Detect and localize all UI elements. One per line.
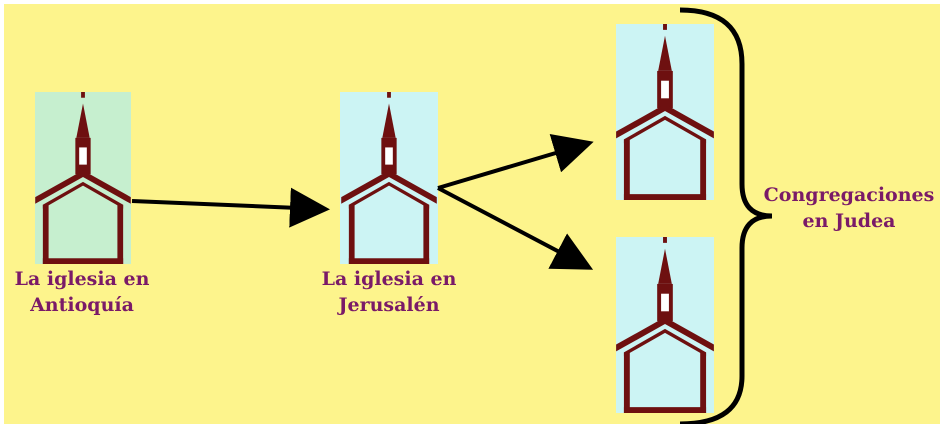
arrow-antioquia-to-jerusalen	[131, 187, 330, 228]
church-judea-bottom	[616, 237, 714, 413]
arrow-jerusalen-to-judea-bottom	[437, 186, 594, 270]
label-judea-line1: Congregaciones	[763, 184, 935, 206]
connections	[131, 7, 773, 424]
arrow-jerusalen-to-judea-top	[437, 133, 594, 190]
right-brace-icon	[679, 7, 773, 424]
label-antioquia-line1: La iglesia en	[14, 268, 150, 290]
church-judea-top	[616, 24, 714, 200]
label-jerusalen: La iglesia en Jerusalén	[311, 266, 467, 318]
label-judea: Congregaciones en Judea	[760, 182, 938, 234]
label-jerusalen-line1: La iglesia en	[321, 268, 457, 290]
label-antioquia: La iglesia en Antioquía	[4, 266, 160, 318]
label-jerusalen-line2: Jerusalén	[338, 294, 440, 316]
label-judea-line2: en Judea	[802, 210, 896, 232]
label-antioquia-line2: Antioquía	[30, 294, 134, 316]
church-antioquia	[35, 92, 131, 264]
diagram-canvas: La iglesia en Antioquía La iglesia en Je…	[4, 4, 940, 424]
church-jerusalen	[340, 92, 438, 264]
